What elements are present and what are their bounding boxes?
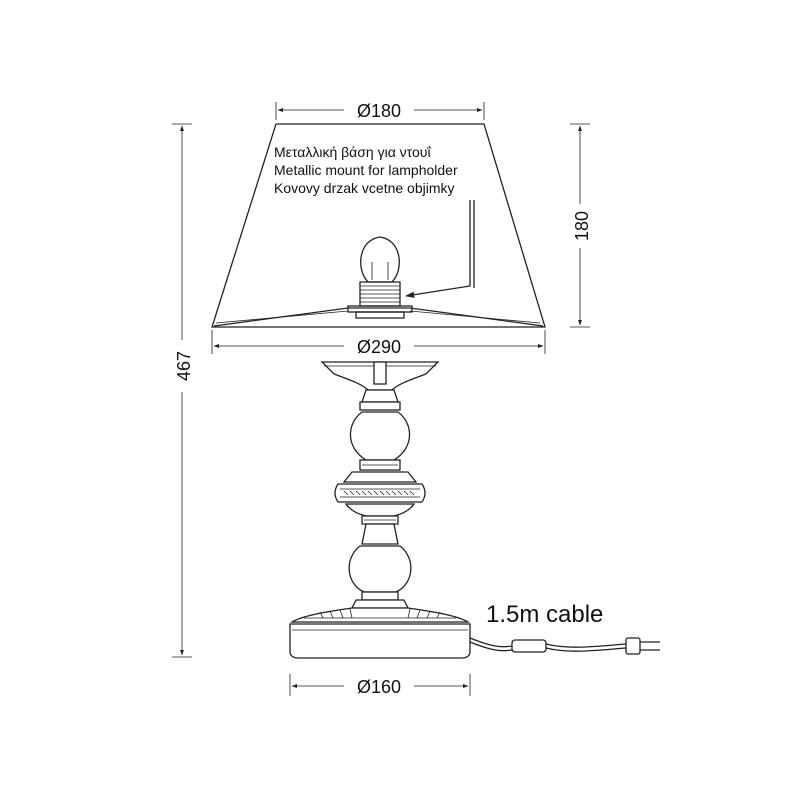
lamp-body — [289, 361, 471, 659]
cable-length-label: 1.5m cable — [486, 601, 603, 628]
plug-icon — [625, 637, 660, 655]
lampholder — [347, 281, 413, 319]
power-cable: 1.5m cable — [469, 601, 660, 655]
shade-top-diameter-label: Ø180 — [357, 101, 401, 121]
lamp-shade — [211, 123, 546, 328]
callout-english: Metallic mount for lampholder — [274, 162, 458, 178]
dimension-shade-top: Ø180 — [275, 101, 485, 121]
callout-greek: Μεταλλική βάση για ντουΐ — [274, 144, 431, 160]
dimension-total-height: 467 — [172, 123, 194, 658]
callout-czech: Kovovy drzak vcetne objimky — [274, 180, 455, 196]
dimension-shade-bottom: Ø290 — [211, 330, 546, 357]
bulb — [360, 236, 400, 283]
dimension-base: Ø160 — [289, 674, 471, 697]
dimension-shade-height: 180 — [570, 123, 592, 328]
callout-metallic-mount: Μεταλλική βάση για ντουΐ Metallic mount … — [274, 144, 475, 298]
ring-texture — [343, 490, 415, 496]
shade-height-label: 180 — [572, 211, 592, 241]
cable-switch — [511, 639, 547, 653]
shade-bottom-diameter-label: Ø290 — [357, 337, 401, 357]
base-texture — [319, 608, 441, 619]
total-height-label: 467 — [174, 351, 194, 381]
base-diameter-label: Ø160 — [357, 677, 401, 697]
